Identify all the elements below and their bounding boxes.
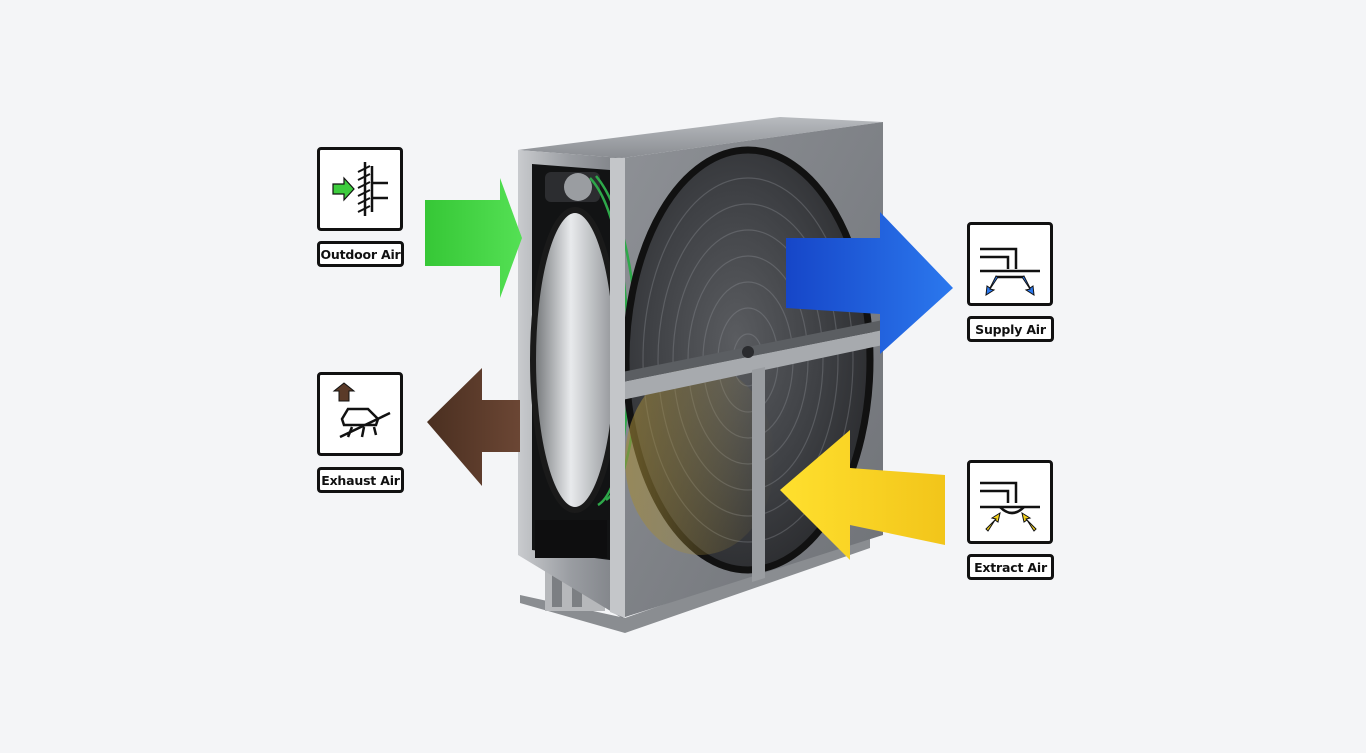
extract-air-label: Extract Air [967, 554, 1054, 580]
exhaust-air-arrow [427, 368, 520, 486]
supply-air-icon-box [967, 222, 1053, 306]
outdoor-air-icon-box [317, 147, 403, 231]
extract-air-grille-icon [980, 481, 1040, 532]
outdoor-air-arrow [425, 178, 522, 298]
extract-air-arrow [780, 430, 945, 560]
casing-top [518, 117, 883, 158]
outdoor-air-intake-icon [332, 162, 388, 216]
exhaust-air-icon-box [317, 372, 403, 456]
supply-air-arrow [786, 212, 953, 354]
exhaust-air-outlet-icon [332, 382, 391, 439]
outdoor-air-label: Outdoor Air [317, 241, 404, 267]
extract-air-icon-box [967, 460, 1053, 544]
rotor-drum [533, 210, 617, 510]
supply-air-diffuser-icon [980, 247, 1040, 296]
sector-divider [622, 330, 883, 400]
supply-air-label: Supply Air [967, 316, 1054, 342]
exhaust-air-label: Exhaust Air [317, 467, 404, 493]
